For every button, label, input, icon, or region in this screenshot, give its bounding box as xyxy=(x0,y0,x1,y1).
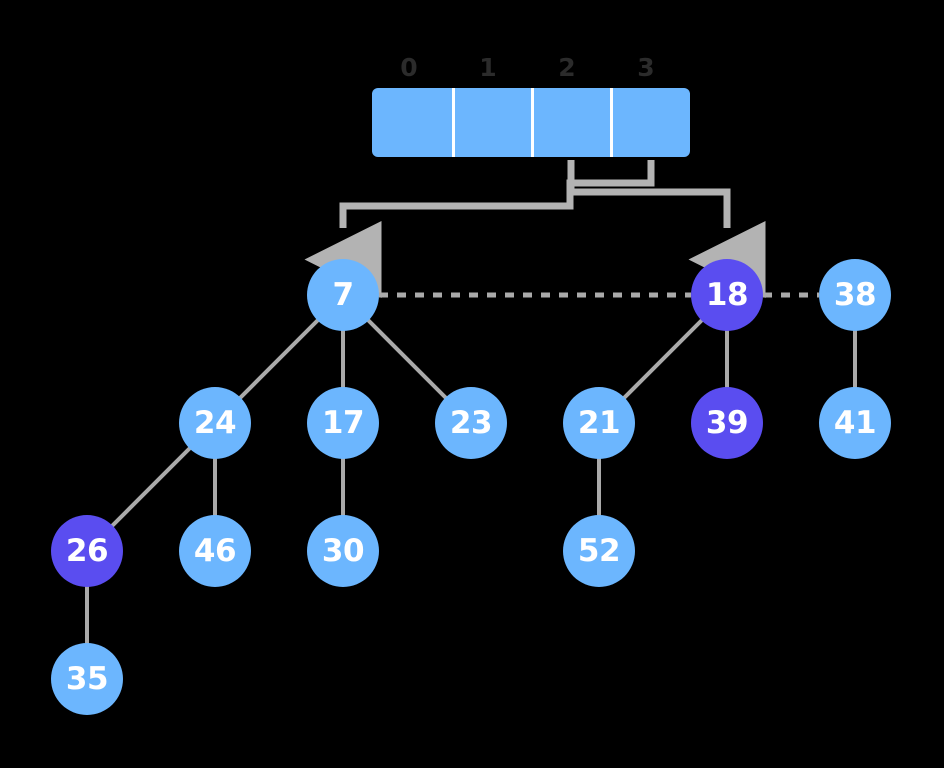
bucket-cell-0[interactable] xyxy=(372,88,453,157)
bucket-3-pointer xyxy=(304,160,655,298)
tree-node-41[interactable]: 41 xyxy=(819,387,891,459)
tree-node-46[interactable]: 46 xyxy=(179,515,251,587)
bucket-cell-2[interactable] xyxy=(532,88,611,157)
tree-node-39[interactable]: 39 xyxy=(691,387,763,459)
bucket-cell-1[interactable] xyxy=(453,88,532,157)
bucket-2-pointer xyxy=(567,160,766,298)
bucket-divider-2-3 xyxy=(610,88,613,157)
tree-node-17[interactable]: 17 xyxy=(307,387,379,459)
bucket-index-3: 3 xyxy=(637,53,655,82)
tree-node-26[interactable]: 26 xyxy=(51,515,123,587)
tree-node-35[interactable]: 35 xyxy=(51,643,123,715)
tree-node-38[interactable]: 38 xyxy=(819,259,891,331)
tree-node-24[interactable]: 24 xyxy=(179,387,251,459)
bucket-divider-1-2 xyxy=(531,88,534,157)
tree-node-21[interactable]: 21 xyxy=(563,387,635,459)
bucket-index-1: 1 xyxy=(479,53,497,82)
bucket-divider-0-1 xyxy=(452,88,455,157)
bucket-cell-3[interactable] xyxy=(611,88,690,157)
tree-node-52[interactable]: 52 xyxy=(563,515,635,587)
bucket-index-0: 0 xyxy=(400,53,418,82)
bucket-index-2: 2 xyxy=(558,53,576,82)
tree-node-30[interactable]: 30 xyxy=(307,515,379,587)
tree-node-18[interactable]: 18 xyxy=(691,259,763,331)
tree-node-7[interactable]: 7 xyxy=(307,259,379,331)
tree-node-23[interactable]: 23 xyxy=(435,387,507,459)
